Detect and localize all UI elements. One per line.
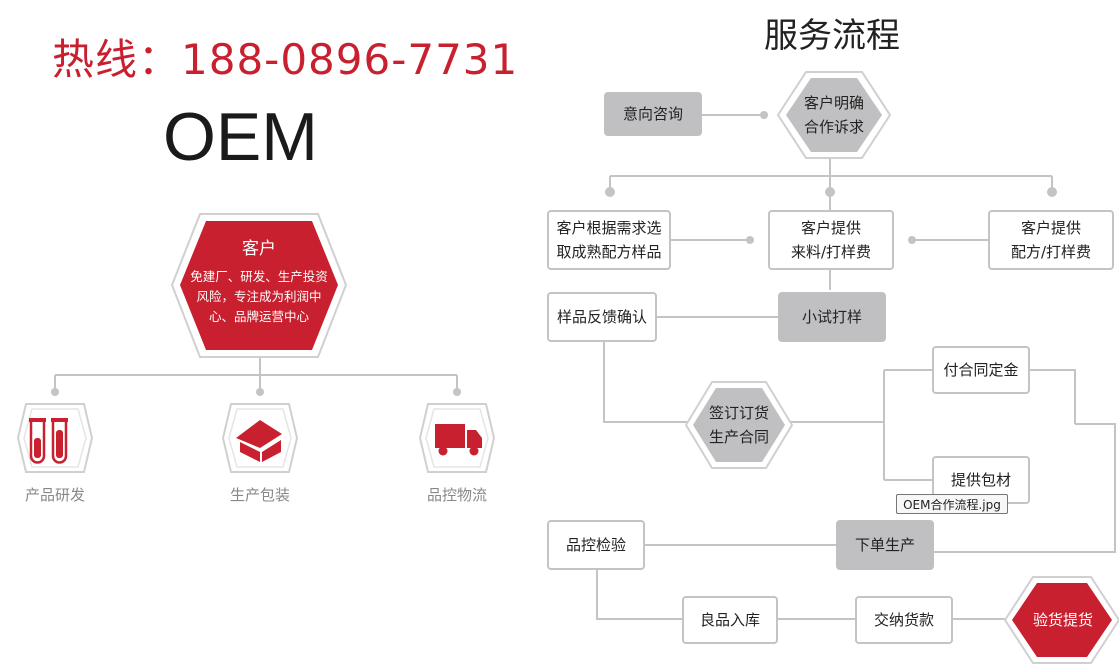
- step-provide-formula: 客户提供 配方/打样费: [988, 210, 1114, 270]
- step-qc: 品控检验: [547, 520, 645, 570]
- customer-title: 客户: [242, 239, 276, 259]
- step-trial: 小试打样: [778, 292, 886, 342]
- step-inquiry: 意向咨询: [604, 92, 702, 136]
- step-clarify: 客户明确 合作诉求: [803, 94, 864, 136]
- step-pickup: 验货提货: [1032, 611, 1093, 629]
- step-choose-sample: 客户根据需求选 取成熟配方样品: [547, 210, 671, 270]
- step-provide-material: 客户提供 来料/打样费: [768, 210, 894, 270]
- icon-label-logistics: 品控物流: [426, 486, 487, 504]
- test-tubes-icon: [29, 418, 68, 464]
- icon-label-packaging: 生产包装: [229, 486, 290, 504]
- step-feedback: 样品反馈确认: [547, 292, 657, 342]
- step-sign-contract: 签订订货 生产合同: [708, 404, 769, 446]
- flow-title: 服务流程: [764, 16, 900, 56]
- step-deposit: 付合同定金: [932, 346, 1030, 394]
- hotline-text: 热线：188-0896-7731: [52, 35, 519, 84]
- customer-description: 免建厂、研发、生产投资风险，专注成为利润中心、品牌运营中心: [190, 269, 328, 324]
- truck-icon: [435, 424, 482, 456]
- oem-heading: OEM: [163, 99, 318, 175]
- step-production: 下单生产: [836, 520, 934, 570]
- step-warehouse: 良品入库: [682, 596, 778, 644]
- house-icon: [236, 420, 282, 462]
- icon-label-rnd: 产品研发: [24, 486, 85, 504]
- step-payment: 交纳货款: [855, 596, 953, 644]
- file-tag: OEM合作流程.jpg: [896, 494, 1008, 514]
